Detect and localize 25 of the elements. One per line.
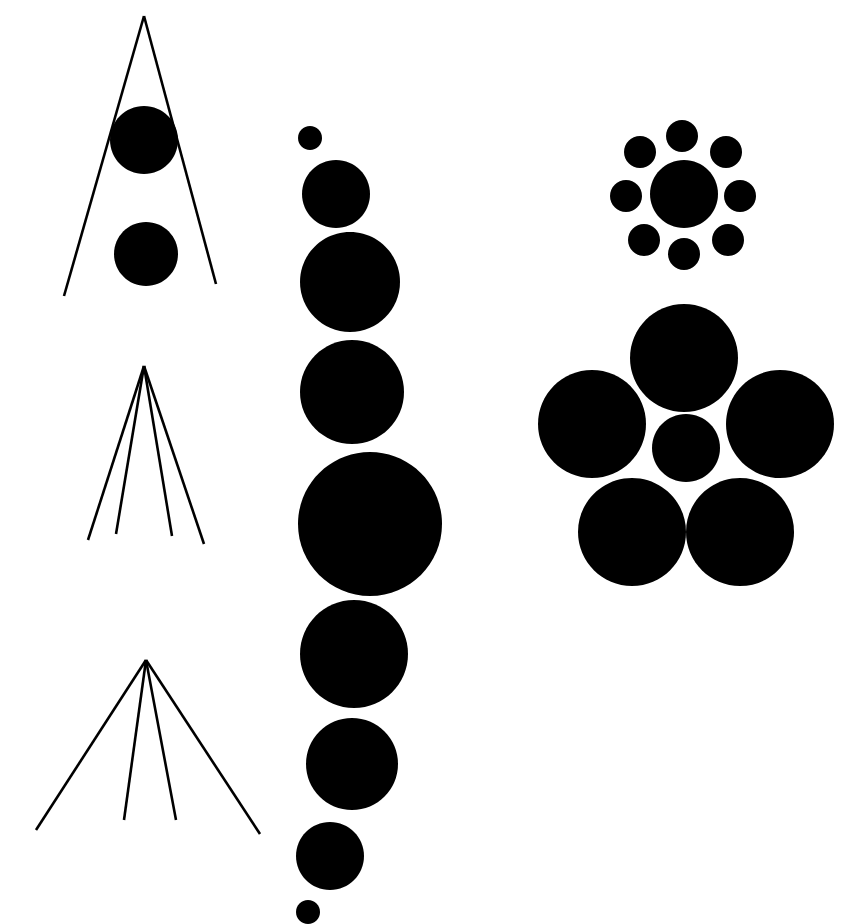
- filled-circle: [610, 180, 642, 212]
- filled-circle: [652, 414, 720, 482]
- filled-circle: [710, 136, 742, 168]
- filled-circle: [306, 718, 398, 810]
- filled-circle: [628, 224, 660, 256]
- filled-circle: [302, 160, 370, 228]
- filled-circle: [298, 452, 442, 596]
- filled-circle: [296, 900, 320, 924]
- filled-circle: [726, 370, 834, 478]
- filled-circle: [686, 478, 794, 586]
- filled-circle: [668, 238, 700, 270]
- filled-circle: [110, 106, 178, 174]
- filled-circle: [538, 370, 646, 478]
- filled-circle: [300, 340, 404, 444]
- filled-circle: [300, 600, 408, 708]
- filled-circle: [724, 180, 756, 212]
- filled-circle: [296, 822, 364, 890]
- filled-circle: [712, 224, 744, 256]
- filled-circle: [650, 160, 718, 228]
- filled-circle: [666, 120, 698, 152]
- filled-circle: [298, 126, 322, 150]
- filled-circle: [300, 232, 400, 332]
- filled-circle: [624, 136, 656, 168]
- filled-circle: [114, 222, 178, 286]
- filled-circle: [578, 478, 686, 586]
